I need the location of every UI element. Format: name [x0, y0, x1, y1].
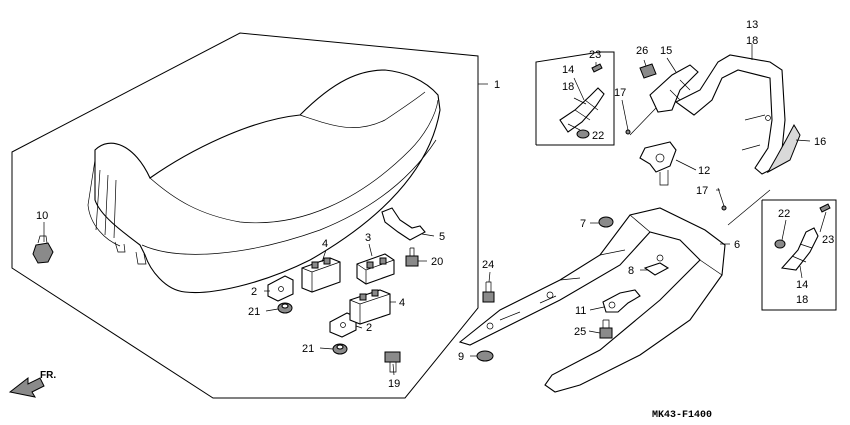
clip-part-8[interactable]	[643, 262, 670, 276]
bolt-part-24[interactable]	[482, 281, 495, 303]
callout-26: 26	[636, 45, 648, 57]
callout-18-right: 18	[796, 294, 808, 306]
rear-cowl-part-6[interactable]	[458, 207, 726, 393]
callout-4-upper: 4	[322, 238, 328, 250]
callout-2-upper: 2	[251, 286, 257, 298]
grip-cap-part-22-right[interactable]	[774, 239, 786, 249]
callout-23-left: 23	[589, 49, 601, 61]
front-arrow-icon	[8, 376, 45, 398]
grommet-part-10[interactable]	[32, 235, 54, 264]
bracket-part-15[interactable]	[649, 64, 699, 113]
callout-22-right: 22	[778, 208, 790, 220]
callout-6: 6	[734, 239, 740, 251]
rubber-block-part-3[interactable]	[356, 253, 395, 285]
bolt-part-25[interactable]	[599, 319, 613, 339]
callout-25: 25	[574, 326, 586, 338]
rubber-block-part-4-lower[interactable]	[349, 289, 391, 325]
lock-part-12[interactable]	[639, 141, 677, 186]
seat-group-outline	[11, 32, 479, 399]
callout-4-lower: 4	[399, 297, 405, 309]
right-grip-box	[761, 199, 837, 311]
bolt-part-26[interactable]	[639, 63, 657, 79]
callout-3: 3	[365, 232, 371, 244]
callout-19: 19	[388, 378, 400, 390]
pin-part-17-upper[interactable]	[623, 109, 631, 135]
pin-part-17-lower[interactable]	[717, 187, 727, 211]
hook-part-5[interactable]	[381, 207, 426, 241]
leader-lines	[43, 44, 827, 376]
callout-16: 16	[814, 136, 826, 148]
callout-2-lower: 2	[366, 322, 372, 334]
callout-20: 20	[431, 256, 443, 268]
nut-part-21-upper[interactable]	[277, 302, 293, 314]
diagram-code: MK43-F1400	[652, 410, 712, 421]
front-direction-indicator: FR.	[8, 370, 56, 398]
pin-part-23-left[interactable]	[591, 63, 603, 73]
callout-14-left: 14	[562, 64, 574, 76]
grommet-part-9[interactable]	[476, 350, 494, 362]
seat-part[interactable]	[87, 69, 441, 294]
callout-23-right: 23	[822, 234, 834, 246]
callout-13: 13	[746, 19, 758, 31]
callout-21-lower: 21	[302, 343, 314, 355]
left-grip-box	[535, 51, 615, 146]
callout-9: 9	[458, 351, 464, 363]
front-label: FR.	[40, 370, 56, 381]
callout-17-lower: 17	[696, 185, 708, 197]
callout-18-top: 18	[746, 35, 758, 47]
lock-part-11[interactable]	[602, 289, 641, 313]
callout-21-upper: 21	[248, 306, 260, 318]
callout-12: 12	[698, 165, 710, 177]
nut-part-21-lower[interactable]	[332, 343, 348, 355]
grip-rail-part-18-left[interactable]	[559, 87, 605, 133]
grip-rail-part-16[interactable]	[766, 123, 801, 174]
callout-8: 8	[628, 265, 634, 277]
callout-7: 7	[580, 218, 586, 230]
grip-cap-part-22-left[interactable]	[576, 129, 590, 139]
callout-17-upper: 17	[614, 87, 626, 99]
callout-14-right: 14	[796, 279, 808, 291]
callout-labels: 1 2 2 3 4 4 5 6 7 8 9 10 11 12 13 14 14 …	[36, 19, 834, 390]
bolt-part-20[interactable]	[405, 247, 419, 267]
bolt-part-19[interactable]	[384, 351, 401, 373]
callout-22-left: 22	[592, 130, 604, 142]
grommet-part-7[interactable]	[598, 216, 614, 228]
callout-1: 1	[494, 79, 500, 91]
callout-5: 5	[439, 231, 445, 243]
callout-24: 24	[482, 259, 494, 271]
callout-10: 10	[36, 210, 48, 222]
callout-15: 15	[660, 45, 672, 57]
bracket-part-2-upper[interactable]	[267, 275, 294, 302]
pin-part-23-right[interactable]	[819, 203, 831, 213]
callout-18-left: 18	[562, 81, 574, 93]
rubber-block-part-4-upper[interactable]	[301, 257, 341, 293]
grip-rail-part-18-right[interactable]	[780, 227, 819, 271]
callout-11: 11	[575, 305, 586, 317]
